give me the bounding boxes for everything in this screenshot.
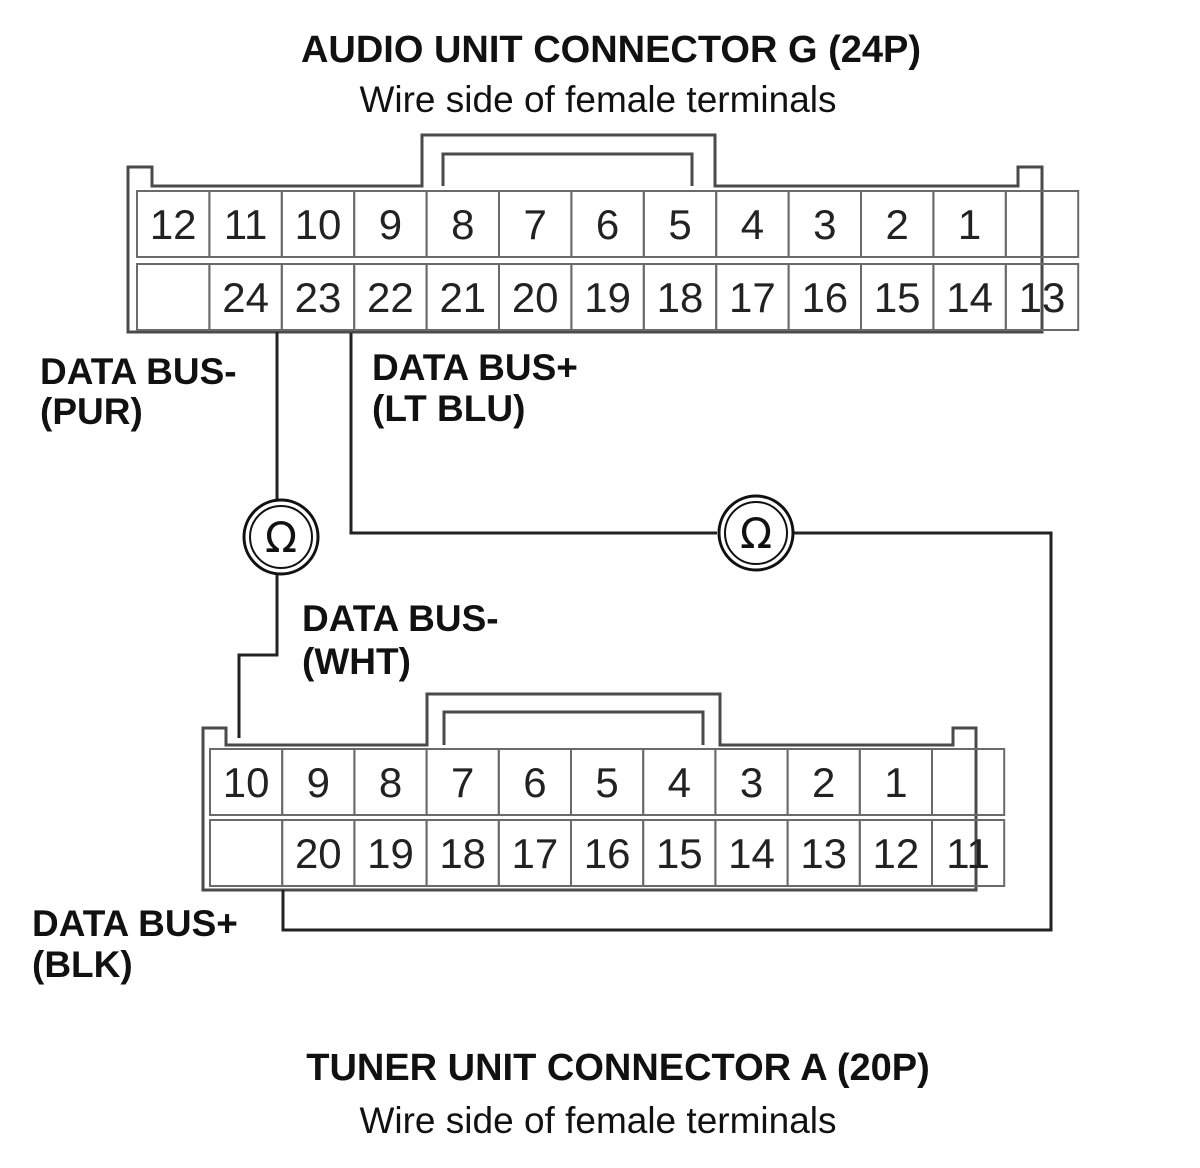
tuner-pin-12: 12	[873, 830, 920, 877]
tuner-pin-19: 19	[367, 830, 414, 877]
tuner-cell	[931, 748, 1006, 816]
label-audio-data-bus-plus-color: (LT BLU)	[372, 388, 525, 429]
label-tuner-data-bus-minus: DATA BUS-	[302, 598, 499, 639]
audio-pin-15: 15	[874, 274, 921, 321]
tuner-pin-17: 17	[512, 830, 559, 877]
audio-pin-19: 19	[584, 274, 631, 321]
audio-pin-22: 22	[367, 274, 414, 321]
audio-pin-13: 13	[1019, 274, 1066, 321]
audio-pin-23: 23	[295, 274, 342, 321]
audio-pin-18: 18	[657, 274, 704, 321]
audio-cell	[1004, 263, 1080, 331]
audio-pin-1: 1	[958, 201, 981, 248]
ohmmeter-icon: Ω	[242, 498, 320, 576]
audio-pin-5: 5	[668, 201, 691, 248]
tuner-pin-4: 4	[668, 759, 691, 806]
tuner-pin-10: 10	[223, 759, 270, 806]
tuner-connector-latch	[442, 710, 705, 745]
tuner-pin-9: 9	[307, 759, 330, 806]
audio-pin-12: 12	[150, 201, 197, 248]
label-audio-data-bus-minus-color: (PUR)	[40, 391, 143, 432]
tuner-pin-2: 2	[812, 759, 835, 806]
audio-pin-16: 16	[801, 274, 848, 321]
tuner-pin-16: 16	[584, 830, 631, 877]
tuner-connector-subtitle: Wire side of female terminals	[359, 1100, 836, 1141]
audio-connector-title: AUDIO UNIT CONNECTOR G (24P)	[301, 29, 921, 71]
label-tuner-data-bus-plus: DATA BUS+	[32, 903, 238, 944]
audio-pin-20: 20	[512, 274, 559, 321]
ohmmeter-icon: Ω	[717, 494, 795, 572]
ohm-symbol: Ω	[265, 513, 297, 562]
audio-pin-8: 8	[451, 201, 474, 248]
audio-cell	[1004, 190, 1080, 258]
label-audio-data-bus-plus: DATA BUS+	[372, 347, 578, 388]
wire-meter-to-tuner-10	[237, 573, 279, 738]
tuner-pin-3: 3	[740, 759, 763, 806]
audio-pin-21: 21	[439, 274, 486, 321]
label-audio-data-bus-minus: DATA BUS-	[40, 351, 237, 392]
tuner-pin-18: 18	[439, 830, 486, 877]
tuner-pin-6: 6	[523, 759, 546, 806]
ohm-symbol: Ω	[740, 509, 772, 558]
tuner-pin-15: 15	[656, 830, 703, 877]
audio-connector-housing	[126, 133, 1044, 334]
audio-pin-3: 3	[813, 201, 836, 248]
tuner-pin-7: 7	[451, 759, 474, 806]
audio-pin-24: 24	[222, 274, 269, 321]
tuner-cell	[931, 819, 1006, 887]
audio-cell	[136, 263, 211, 331]
audio-pin-2: 2	[886, 201, 909, 248]
tuner-connector-housing	[201, 692, 978, 892]
audio-pin-9: 9	[379, 201, 402, 248]
tuner-pin-11: 11	[946, 830, 990, 877]
audio-pin-14: 14	[946, 274, 993, 321]
audio-pin-11: 11	[224, 201, 268, 248]
wire-audio-22-to-meter	[349, 333, 717, 535]
tuner-pin-20: 20	[295, 830, 342, 877]
wire-meter-to-tuner-20	[281, 531, 1053, 932]
audio-pin-4: 4	[741, 201, 764, 248]
audio-pin-7: 7	[524, 201, 547, 248]
audio-connector-latch	[441, 152, 694, 186]
tuner-pin-5: 5	[595, 759, 618, 806]
audio-pin-6: 6	[596, 201, 619, 248]
tuner-pin-1: 1	[884, 759, 907, 806]
tuner-pin-13: 13	[800, 830, 847, 877]
tuner-pin-14: 14	[728, 830, 775, 877]
audio-connector-subtitle: Wire side of female terminals	[359, 79, 836, 120]
tuner-connector-title: TUNER UNIT CONNECTOR A (20P)	[306, 1047, 930, 1089]
tuner-pin-8: 8	[379, 759, 402, 806]
audio-pin-10: 10	[295, 201, 342, 248]
audio-pin-17: 17	[729, 274, 776, 321]
label-tuner-data-bus-minus-color: (WHT)	[302, 641, 411, 682]
label-tuner-data-bus-plus-color: (BLK)	[32, 944, 133, 985]
tuner-cell	[209, 819, 284, 887]
